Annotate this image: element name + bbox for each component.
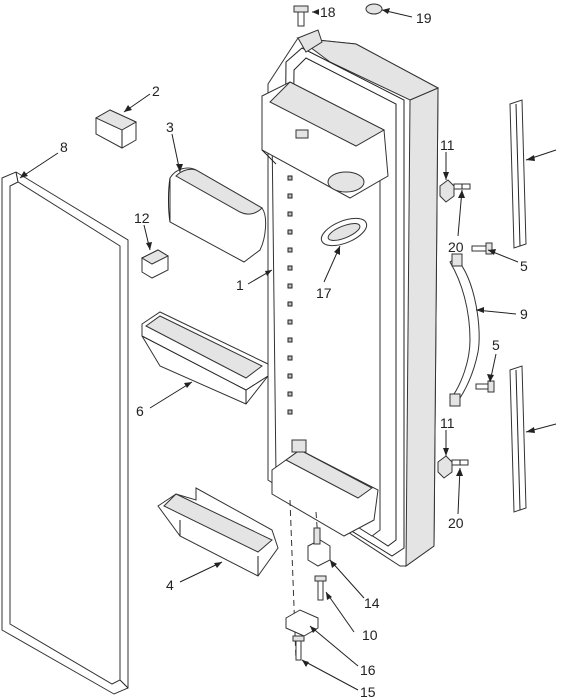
- callout-11-lower: 11: [440, 415, 455, 431]
- callout-2: 2: [152, 83, 160, 99]
- callout-9: 9: [520, 306, 528, 322]
- cap-19-part: [365, 3, 383, 15]
- callout-16: 16: [360, 662, 376, 678]
- trim-strip-upper: [509, 99, 527, 249]
- callout-3: 3: [166, 119, 174, 135]
- callout-20-lower: 20: [448, 515, 464, 531]
- arrowheads: [20, 8, 535, 667]
- callout-8: 8: [60, 139, 68, 155]
- door-assembly-part: [261, 29, 440, 567]
- oval-pad-part: [320, 217, 368, 247]
- callout-labels: 18 19 2 8 3 11 12 20 5 1 17 9 5 6 11 20 …: [60, 4, 528, 700]
- lower-hinge-assembly: [285, 499, 331, 661]
- callout-15: 15: [360, 684, 376, 700]
- lower-door-bin-part: [157, 487, 279, 577]
- screw-18-part: [293, 5, 309, 27]
- door-handle-part: [449, 253, 480, 407]
- callout-5-lower: 5: [492, 337, 500, 353]
- callout-12: 12: [134, 210, 150, 226]
- callout-18: 18: [320, 4, 336, 20]
- callout-6: 6: [136, 403, 144, 419]
- callout-17: 17: [316, 285, 332, 301]
- clip-part: [94, 109, 138, 149]
- callout-19: 19: [416, 10, 432, 26]
- dairy-cover-part: [168, 167, 267, 263]
- trim-strip-lower: [509, 365, 527, 513]
- callout-4: 4: [166, 577, 174, 593]
- callout-11-upper: 11: [440, 137, 455, 153]
- shelf-dimples: [287, 175, 293, 415]
- screw-5-lower: [475, 380, 495, 393]
- handle-mount-upper: [439, 179, 471, 203]
- callout-5-upper: 5: [520, 258, 528, 274]
- callout-20-upper: 20: [448, 239, 464, 255]
- door-bin-part: [141, 311, 269, 405]
- door-gasket-part: [1, 171, 129, 695]
- screw-5-upper: [471, 242, 493, 255]
- handle-mount-lower: [437, 455, 469, 479]
- callout-10: 10: [362, 627, 378, 643]
- bracket-part: [140, 249, 170, 279]
- callout-14: 14: [364, 595, 380, 611]
- callout-1: 1: [236, 277, 244, 293]
